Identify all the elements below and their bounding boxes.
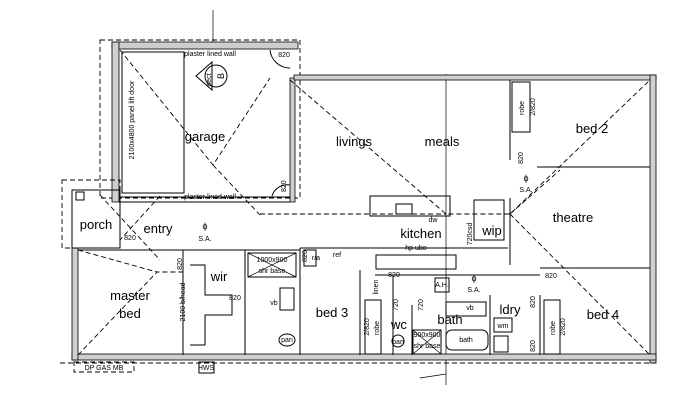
bath-door: 720 <box>418 299 425 311</box>
house-walls <box>60 74 657 364</box>
hws-box <box>198 361 215 374</box>
bed3-robe: robe <box>374 321 381 335</box>
livings-label: livings <box>336 134 373 149</box>
garage-door-top: 820 <box>278 52 290 59</box>
bed2-door: 820 <box>518 152 525 164</box>
kitchen-csd: 720csd <box>467 223 474 246</box>
sect-id: B <box>216 73 226 79</box>
kitchen-dw: dw <box>429 217 439 224</box>
ceiling-diagonals <box>77 79 651 356</box>
sect-label: sect <box>206 74 213 87</box>
bed4-robe: robe <box>550 321 557 335</box>
master-label-2: bed <box>119 306 141 321</box>
bed4-label: bed 4 <box>587 307 620 322</box>
bed3-door: 820 <box>302 250 309 262</box>
bed4-robe-door: 2/820 <box>560 318 567 336</box>
garage-label: garage <box>185 129 225 144</box>
linen-label: linen <box>373 280 380 295</box>
garage-door-label: 2100x4800 panel lift door <box>129 80 136 159</box>
ldry-wm: wm <box>497 323 509 330</box>
bed3-robe-door: 2/820 <box>364 318 371 336</box>
bed2-sa: S.A. <box>519 187 532 194</box>
wc-pan: pan <box>392 339 404 346</box>
linen-door: 820 <box>388 272 400 279</box>
master-door: 820 <box>177 258 184 270</box>
smoke-alarm-icon: ϕ <box>523 173 528 183</box>
kitchen-label: kitchen <box>400 226 441 241</box>
services-meter: DP GAS MB <box>85 365 124 372</box>
porch-label: porch <box>80 217 113 232</box>
bath-shower-base: shr base <box>414 343 441 350</box>
kitchen-hp-ubo: hp ubo <box>405 245 427 252</box>
entry-label: entry <box>144 221 173 236</box>
entry-sa: S.A. <box>198 236 211 243</box>
hall-sa: S.A. <box>467 287 480 294</box>
services-hws: HWS <box>198 365 215 372</box>
bed2-label: bed 2 <box>576 121 609 136</box>
ensuite-pan: pan <box>281 337 293 344</box>
section-tick-bottom <box>419 373 447 379</box>
garage-wall-top: plaster lined wall <box>184 51 236 58</box>
master-bedhead: 2100 b/head <box>180 282 187 321</box>
hall-ah: A.H. <box>435 282 449 289</box>
bed2-robe-door: 2/820 <box>530 98 537 116</box>
meals-label: meals <box>425 134 460 149</box>
wir-label: wir <box>210 269 228 284</box>
bed4-door: 820 <box>545 273 557 280</box>
kitchen-ra: r/a <box>312 255 320 262</box>
garage <box>99 39 301 216</box>
smoke-alarm-icon: ϕ <box>471 273 476 283</box>
bed2-robe: robe <box>519 101 526 115</box>
bed3-label: bed 3 <box>316 305 349 320</box>
theatre-label: theatre <box>553 210 593 225</box>
garage-wall-bottom: plaster lined wall <box>184 194 236 201</box>
master-label-1: master <box>110 288 150 303</box>
ldry-door-2: 820 <box>530 340 537 352</box>
ensuite-shower: 1000x900 <box>257 257 288 264</box>
bath-label: bath <box>437 312 462 327</box>
bath-shower: 900x900 <box>414 332 441 339</box>
kitchen-ref: ref <box>333 252 341 259</box>
wip-label: wip <box>481 223 502 238</box>
ensuite-shower-base: shr base <box>259 268 286 275</box>
ensuite-vb: vb <box>270 300 278 307</box>
ldry-label: ldry <box>500 302 521 317</box>
wir-door: 820 <box>229 295 241 302</box>
entry-door: 820 <box>124 235 136 242</box>
bath-vb: vb <box>466 305 474 312</box>
garage-door-bottom: 820 <box>281 180 288 192</box>
wc-door: 720 <box>393 299 400 311</box>
wc-label: wc <box>390 317 407 332</box>
smoke-alarm-icon: ϕ <box>202 221 207 231</box>
meter-box <box>73 361 135 373</box>
bath-tub: bath <box>459 337 473 344</box>
ldry-door: 820 <box>530 296 537 308</box>
